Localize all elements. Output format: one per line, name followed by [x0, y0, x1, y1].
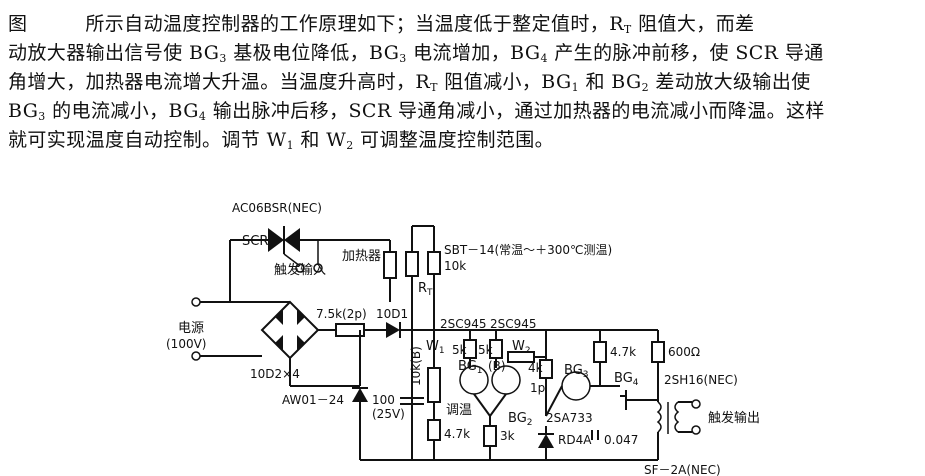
q-pair2-label: 2SC945: [490, 317, 537, 331]
scr-symbol: [230, 226, 315, 267]
cap100-label: 100: [372, 393, 395, 407]
description-text: 图 所示自动温度控制器的工作原理如下；当温度低于整定值时，RT 阻值大，而差 动…: [8, 10, 918, 155]
r-10k-top-label: 10k: [444, 259, 466, 273]
r-5k-b-label: 5k: [478, 343, 493, 357]
r-10k-b-label: 10k(B): [409, 346, 423, 386]
cap047-label: 0.047: [604, 433, 638, 447]
xfmr-label: SF－2A(NEC): [644, 463, 721, 476]
r-47k-a-label: 4.7k: [444, 427, 470, 441]
rt-resistor: [405, 251, 419, 277]
figure-ref: 图: [8, 13, 28, 35]
r-3k: [483, 425, 497, 447]
r-600: [651, 341, 665, 363]
r-drop-label: 7.5k(2p): [316, 307, 367, 321]
tune-label: 调温: [446, 403, 472, 418]
heater-label: 加热器: [342, 249, 381, 264]
cap100-voltage-label: (25V): [372, 407, 405, 421]
power-terminal-b: [191, 351, 201, 361]
w1-pot: [427, 367, 441, 403]
heater-resistor: [383, 251, 397, 279]
text-line-4: BG3 的电流减小，BG4 输出脉冲后移，SCR 导通角减小，通过加热器的电流减…: [8, 100, 825, 123]
rd4a-label: RD4A: [558, 433, 592, 447]
trigger-out-terminal-a: [691, 399, 701, 409]
bg3-label: BG3: [564, 363, 589, 380]
bg1-label: BG1: [458, 359, 483, 376]
q-pair1-label: 2SC945: [440, 317, 487, 331]
circuit-diagram: AC06BSR(NEC) SCR 触发输入 加热器 SBT－14(常温～＋300…: [166, 201, 760, 476]
text-line-1: 图 所示自动温度控制器的工作原理如下；当温度低于整定值时，RT 阻值大，而差: [8, 13, 755, 36]
zener-label: AW01－24: [282, 393, 344, 407]
scr-part-label: AC06BSR(NEC): [232, 201, 322, 215]
q3-label: 2SA733: [546, 411, 593, 425]
text-line-5: 就可实现温度自动控制。调节 W1 和 W2 可调整温度控制范围。: [8, 129, 555, 152]
rd4a-zener: [538, 434, 554, 448]
pulse-transformer: [656, 401, 680, 434]
scr-label: SCR: [242, 234, 268, 249]
sensor-label: SBT－14(常温～＋300℃测温): [444, 243, 612, 257]
w1-label: W1: [426, 339, 445, 356]
r-4k-label: 4k: [528, 361, 543, 375]
text-line-3: 角增大，加热器电流增大升温。当温度升高时，RT 阻值减小，BG1 和 BG2 差…: [8, 71, 811, 94]
trigger-in-terminal-a: [295, 263, 305, 273]
r-600-label: 600Ω: [668, 345, 700, 359]
trigger-out-label: 触发输出: [708, 410, 760, 426]
diode1: [386, 322, 400, 338]
q4-label: 2SH16(NEC): [664, 373, 738, 387]
bg2-label: BG2: [508, 411, 533, 428]
zener-diode: [352, 388, 368, 402]
r-1p-label: 1p: [530, 381, 545, 395]
r-5k-a-label: 5k: [452, 343, 467, 357]
r-47k-a: [427, 419, 441, 441]
r-10k-top: [427, 251, 441, 275]
power-terminal-a: [191, 297, 201, 307]
r-47k-b: [593, 341, 607, 363]
trigger-out-terminal-b: [691, 425, 701, 435]
power-label: 电源: [178, 321, 204, 336]
bridge-label: 10D2×4: [250, 367, 300, 381]
diode1-label: 10D1: [376, 307, 408, 321]
rt-label: RT: [418, 281, 433, 298]
bg4-label: BG4: [614, 371, 639, 388]
trigger-in-label: 触发输入: [274, 262, 326, 278]
bridge-rectifier: [260, 300, 320, 360]
r-3k-label: 3k: [500, 429, 515, 443]
text-line-2: 动放大器输出信号使 BG3 基极电位降低，BG3 电流增加，BG4 产生的脉冲前…: [8, 42, 824, 65]
r-47k-b-label: 4.7k: [610, 345, 636, 359]
power-voltage-label: (100V): [166, 337, 206, 351]
